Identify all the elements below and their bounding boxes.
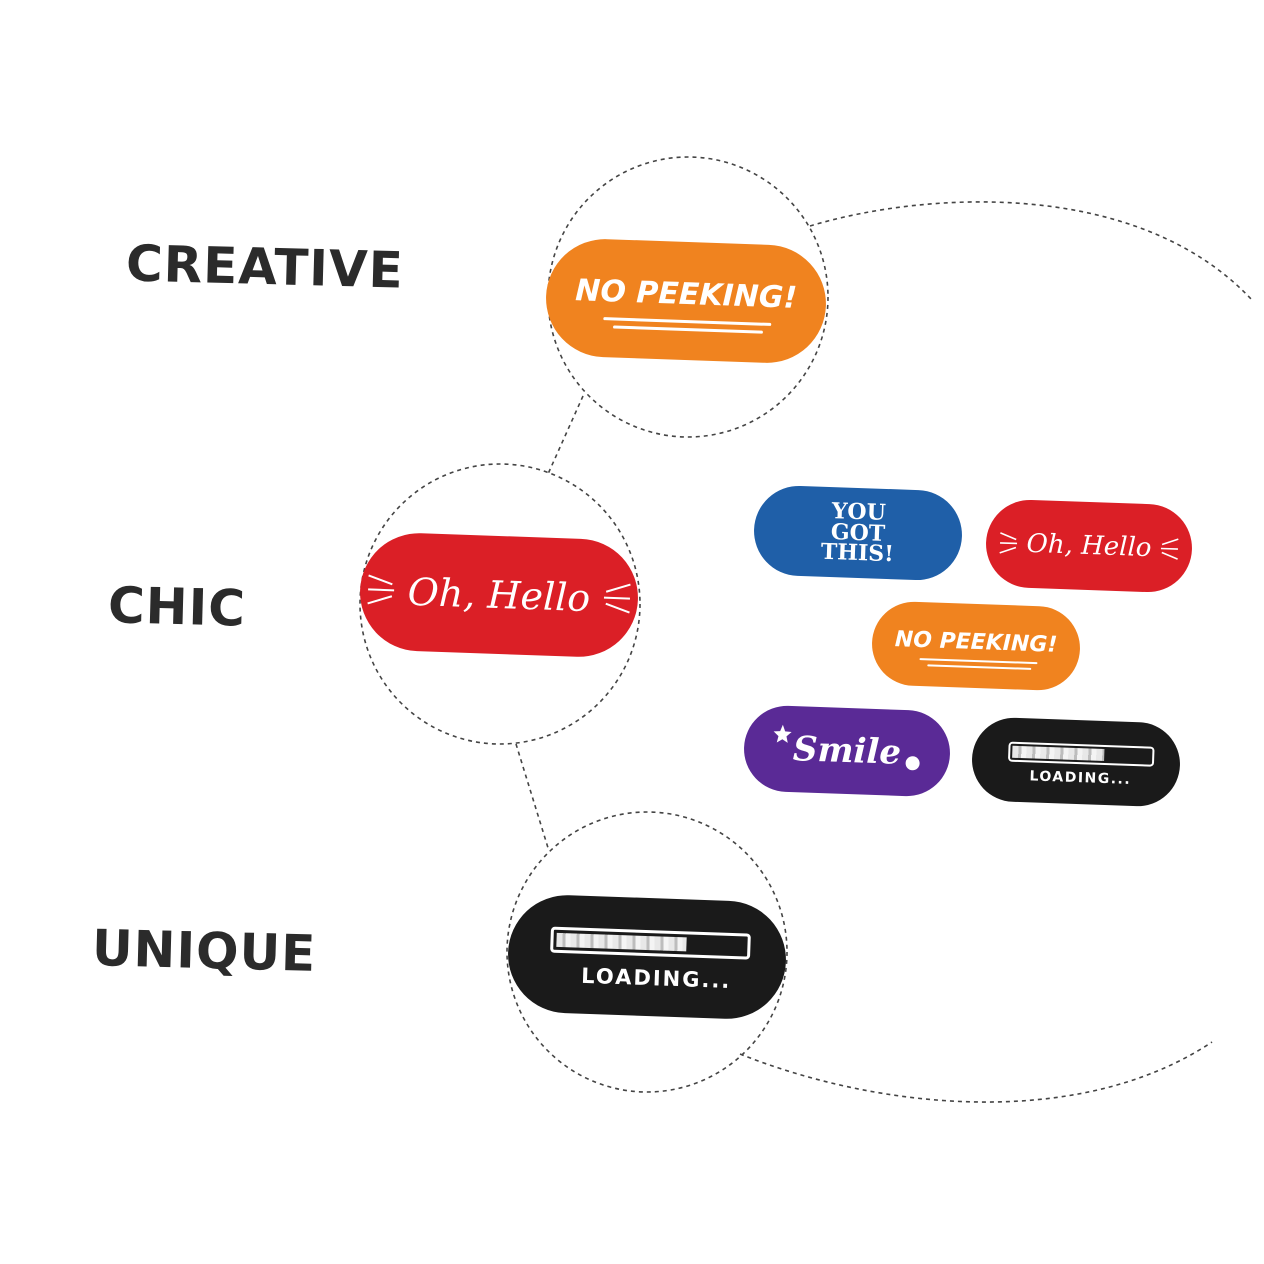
large-arc-bottom	[739, 1041, 1213, 1103]
sparkle-left-icon	[999, 532, 1018, 554]
cover-text: Smile	[792, 729, 902, 773]
cover-oh-hello-large: Oh, Hello	[358, 531, 640, 659]
label-unique: UNIQUE	[91, 919, 318, 983]
label-chic: CHIC	[107, 576, 247, 638]
zoom-circle-creative	[547, 156, 829, 438]
sparkle-left-icon	[367, 574, 395, 605]
connector-creative-chic	[547, 395, 584, 475]
cover-smile: Smile	[742, 704, 952, 798]
cover-loading-large: LOADING...	[506, 893, 788, 1021]
label-creative: CREATIVE	[125, 234, 405, 300]
cover-no-peeking-large: NO PEEKING!	[544, 237, 828, 365]
cover-text: LOADING...	[1029, 768, 1132, 788]
cover-text: Oh, Hello	[406, 569, 592, 621]
large-arc-top	[809, 201, 1253, 301]
dot-icon	[905, 756, 920, 771]
zoom-circle-unique	[506, 811, 788, 1093]
sparkle-right-icon	[603, 583, 631, 614]
cover-text: LOADING...	[580, 963, 732, 993]
loading-bar	[550, 926, 751, 960]
cover-text: NO PEEKING!	[894, 626, 1058, 658]
star-icon	[773, 724, 792, 743]
cover-loading-small: LOADING...	[970, 716, 1182, 808]
cover-oh-hello-small: Oh, Hello	[984, 498, 1194, 594]
cover-text: NO PEEKING!	[574, 272, 798, 316]
cover-text: Oh, Hello	[1026, 528, 1152, 564]
cover-no-peeking-small: NO PEEKING!	[870, 600, 1082, 692]
connector-chic-unique	[515, 743, 550, 852]
zoom-circle-chic	[359, 463, 641, 745]
sparkle-right-icon	[1160, 538, 1179, 560]
loading-bar	[1007, 741, 1155, 767]
